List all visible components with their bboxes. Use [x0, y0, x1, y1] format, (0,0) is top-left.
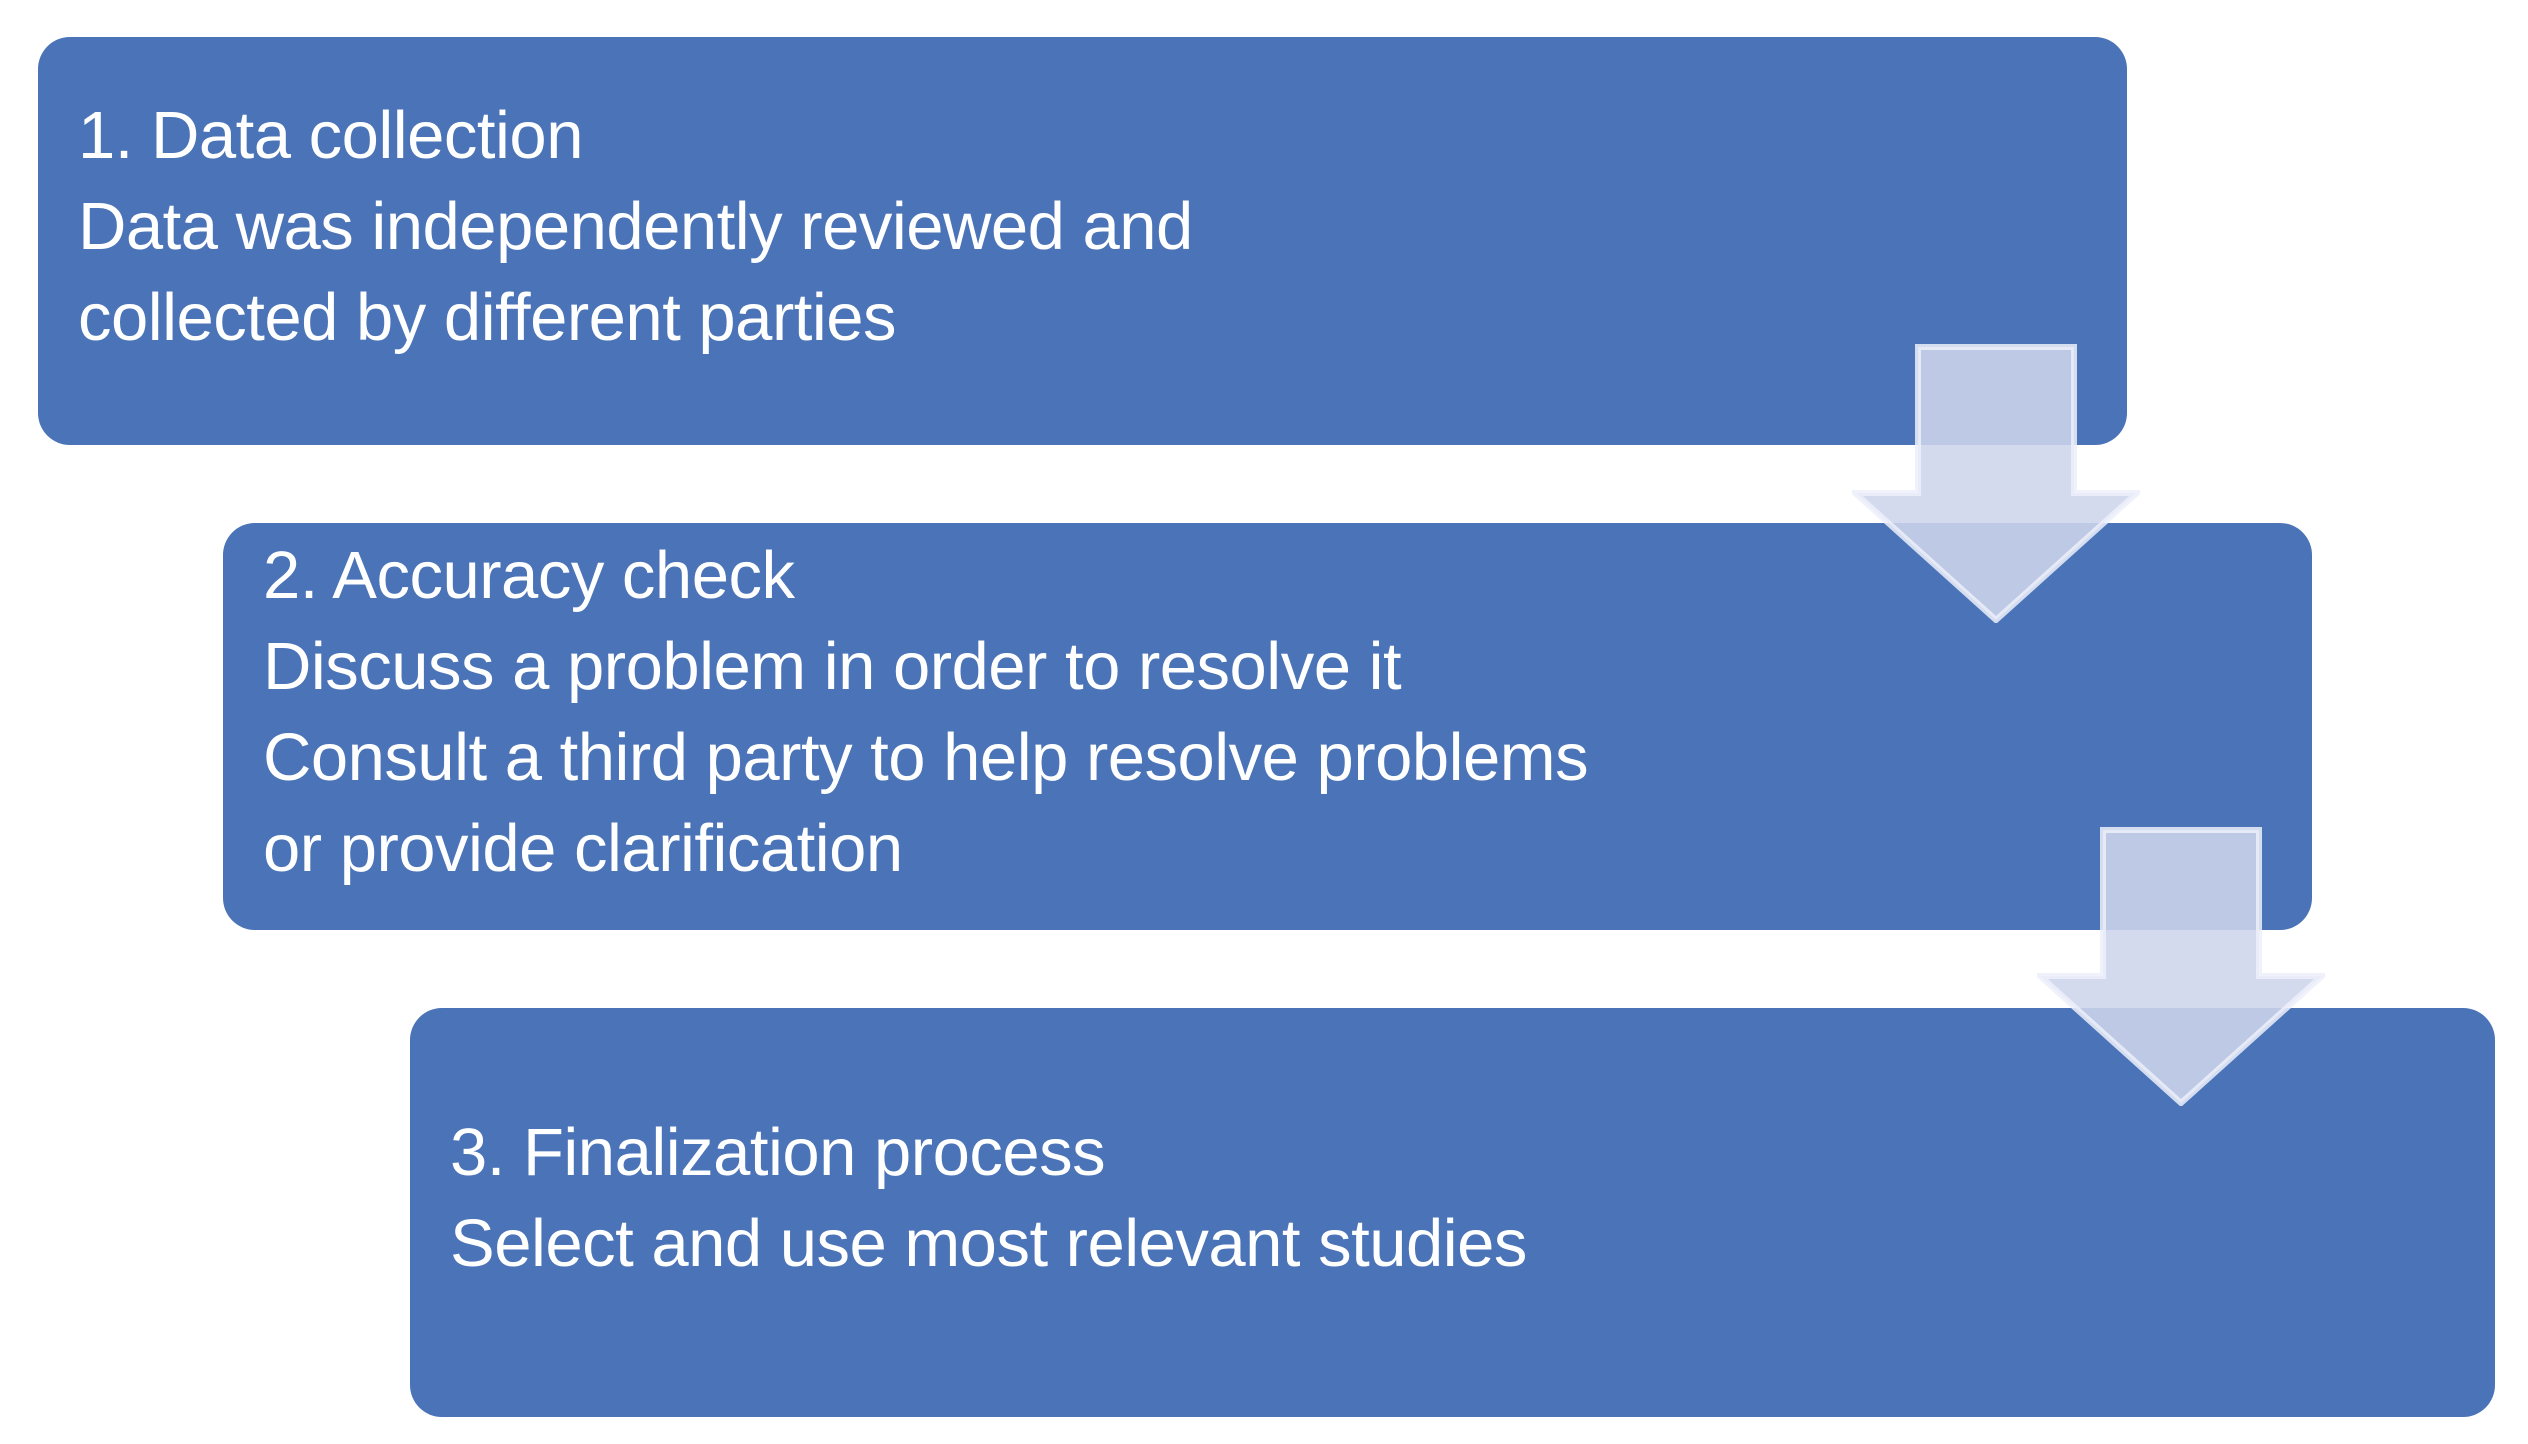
step-3-description-line: Select and use most relevant studies — [450, 1205, 1527, 1281]
step-1-box: 1. Data collection Data was independentl… — [38, 37, 2127, 445]
step-1-description-line: Data was independently reviewed and — [78, 188, 1193, 264]
step-1-description-line: collected by different parties — [78, 279, 897, 355]
step-3-box: 3. Finalization process Select and use m… — [410, 1008, 2495, 1417]
step-3-title: 3. Finalization process — [450, 1114, 1106, 1190]
step-1-title: 1. Data collection — [78, 97, 583, 173]
down-arrow-icon — [1852, 344, 2140, 623]
step-2-description-line: Consult a third party to help resolve pr… — [263, 719, 1589, 795]
down-arrow-icon — [2037, 827, 2325, 1106]
step-2-description-line: Discuss a problem in order to resolve it — [263, 628, 1402, 704]
step-2-description-line: or provide clarification — [263, 810, 903, 886]
step-2-title: 2. Accuracy check — [263, 537, 795, 613]
